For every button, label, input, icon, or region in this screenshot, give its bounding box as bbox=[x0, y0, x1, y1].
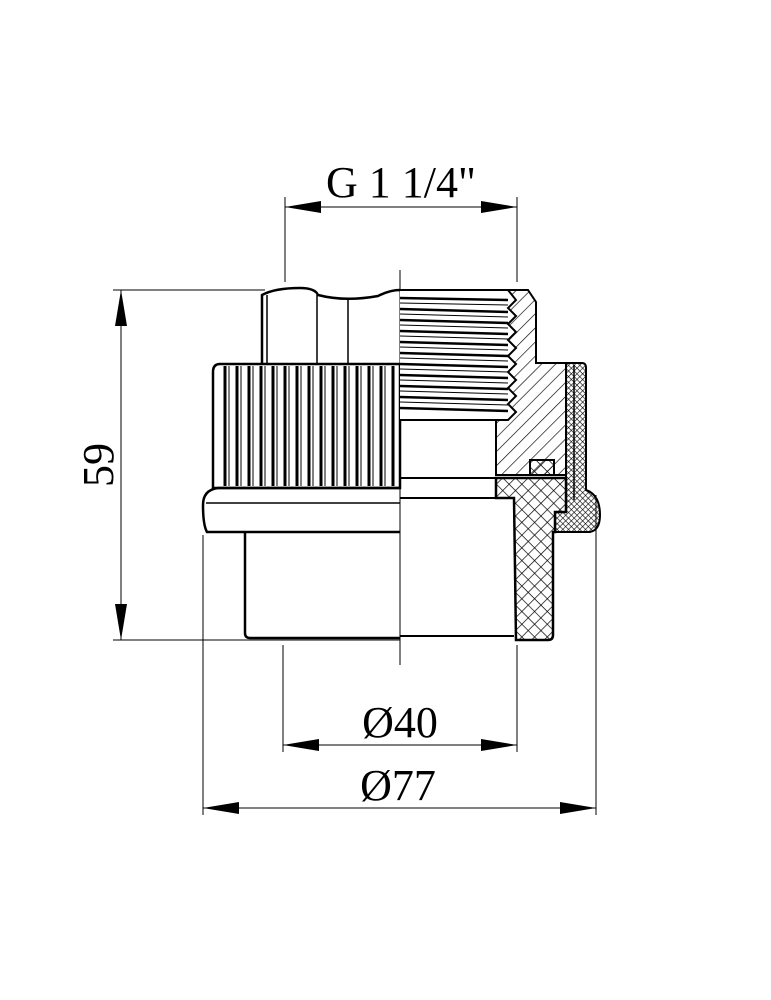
inner-diameter-dimension: Ø40 bbox=[282, 645, 518, 752]
outer-diameter-dimension: Ø77 bbox=[202, 495, 597, 815]
height-label: 59 bbox=[74, 443, 123, 487]
o-ring-seal bbox=[529, 459, 555, 476]
nut-collar bbox=[201, 486, 400, 534]
plastic-socket-section bbox=[494, 476, 568, 642]
outer-diameter-label: Ø77 bbox=[360, 761, 436, 810]
inner-bore-lines bbox=[400, 419, 514, 637]
thread-label: G 1 1/4" bbox=[326, 158, 476, 207]
metal-section bbox=[495, 289, 567, 476]
height-dimension: 59 bbox=[74, 289, 400, 641]
thread-dimension: G 1 1/4" bbox=[284, 158, 518, 282]
external-thread bbox=[399, 289, 528, 420]
hex-body bbox=[260, 286, 401, 365]
knurled-nut bbox=[211, 362, 402, 490]
socket-body bbox=[243, 532, 400, 640]
inner-diameter-label: Ø40 bbox=[362, 698, 438, 747]
